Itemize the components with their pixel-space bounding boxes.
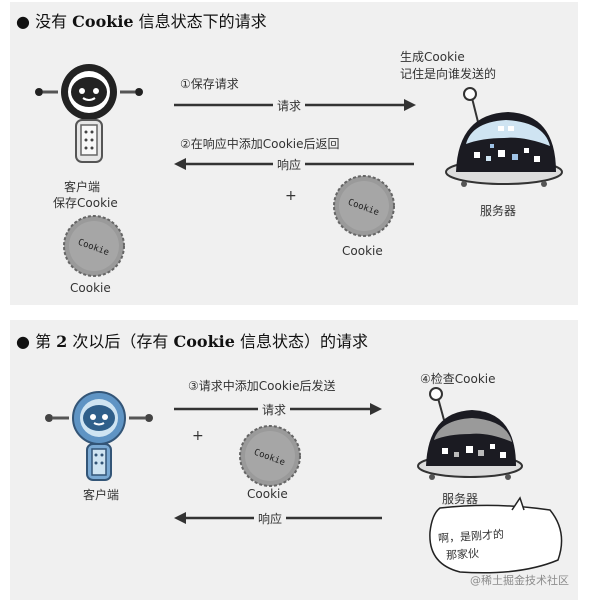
speech-line2: 那家伙: [445, 546, 480, 563]
client-label: 客户端: [64, 180, 101, 194]
step4-label: ④检查Cookie: [420, 372, 496, 386]
panel-without-cookie: ● 没有 Cookie 信息状态下的请求 客户端 保存Cookie Cookie…: [10, 2, 578, 305]
response-cookie-icon: Cookie: [333, 175, 395, 237]
client-robot-icon: [35, 64, 143, 163]
step3-label: ③请求中添加Cookie后发送: [188, 379, 336, 393]
section2-title-bold2: Cookie: [173, 332, 235, 351]
server-label: 服务器: [480, 204, 517, 218]
response-label: 响应: [273, 156, 306, 173]
step2-label: ②在响应中添加Cookie后返回: [180, 137, 340, 151]
client-cookie-icon: Cookie: [63, 215, 125, 277]
section1-title-prefix: 没有: [35, 12, 73, 31]
watermark: @稀土掘金技术社区: [470, 574, 569, 587]
response-label-2: 响应: [254, 510, 287, 527]
section2-title: ● 第 2 次以后（存有 Cookie 信息状态）的请求: [16, 328, 368, 352]
section1-title-bold: Cookie: [72, 12, 134, 31]
server-robot-2-icon: [417, 387, 523, 480]
response-cookie-caption: Cookie: [342, 244, 383, 258]
server-note-line1: 生成Cookie: [400, 50, 465, 64]
client-cookie-caption: Cookie: [70, 281, 111, 295]
bullet-icon: ●: [16, 332, 30, 351]
request-label-2: 请求: [258, 401, 291, 418]
request-cookie-caption: Cookie: [247, 487, 288, 501]
plus-sign-2: +: [192, 428, 204, 444]
client-label-2: 客户端: [83, 488, 120, 502]
section2-title-suffix: 次以后（存有: [67, 332, 174, 351]
client-cookie-label: 保存Cookie: [53, 196, 118, 210]
client-robot-blue-icon: [45, 391, 153, 481]
server-note-line2: 记住是向谁发送的: [400, 67, 497, 81]
section2-title-bold: 2: [56, 332, 68, 351]
bullet-icon: ●: [16, 12, 30, 31]
server-robot-icon: [445, 87, 563, 187]
section2-title-prefix: 第: [35, 332, 57, 351]
plus-sign: +: [285, 188, 297, 204]
section1-title-suffix: 信息状态下的请求: [133, 12, 267, 31]
section1-title: ● 没有 Cookie 信息状态下的请求: [16, 8, 267, 32]
panel-with-cookie: ● 第 2 次以后（存有 Cookie 信息状态）的请求 客户端 ③请求中添加C…: [10, 320, 578, 600]
server-label-2: 服务器: [442, 492, 479, 506]
speech-bubble-icon: [429, 496, 563, 574]
section2-title-suffix2: 信息状态）的请求: [234, 332, 368, 351]
request-cookie-icon: Cookie: [239, 425, 301, 487]
step1-label: ①保存请求: [180, 77, 239, 91]
request-label: 请求: [273, 97, 306, 114]
